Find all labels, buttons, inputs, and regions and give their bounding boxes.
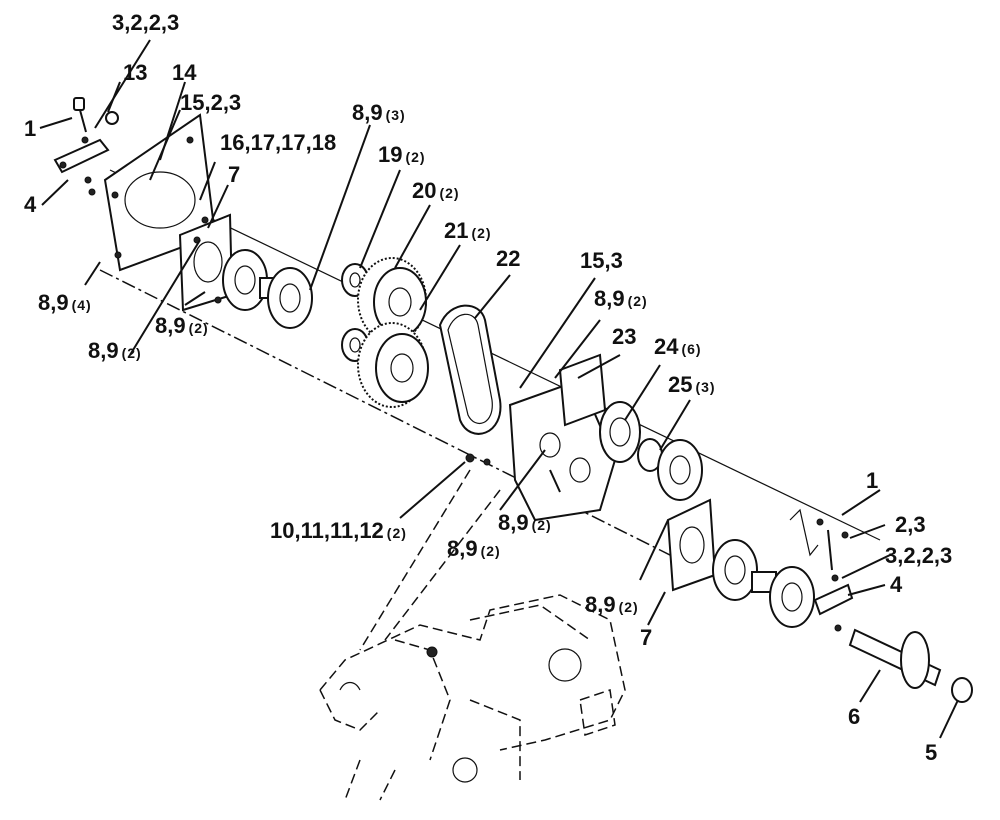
callout-6: 6 xyxy=(848,704,860,729)
callout-labels: 3,2,2,3 13 14 1 15,2,3 16,17,17,18 4 7 8… xyxy=(24,10,952,765)
callout-24: 24(6) xyxy=(654,334,702,359)
callout-1-left: 1 xyxy=(24,116,36,141)
callout-25: 25(3) xyxy=(668,372,716,397)
callout-20: 20(2) xyxy=(412,178,460,203)
callout-5: 5 xyxy=(925,740,937,765)
callout-16-17-17-18: 16,17,17,18 xyxy=(220,130,336,155)
pulleys xyxy=(341,257,429,408)
callout-13: 13 xyxy=(123,60,147,85)
right-bearing-group xyxy=(599,401,703,501)
callout-10-11-11-12: 10,11,11,12(2) xyxy=(270,518,407,543)
callout-4-left: 4 xyxy=(24,192,37,217)
callout-8-9-2-d: 8,9(2) xyxy=(498,510,552,535)
callout-8-9-4: 8,9(4) xyxy=(38,290,92,315)
callout-8-9-3: 8,9(3) xyxy=(352,100,406,125)
callout-3-2-2-3-top: 3,2,2,3 xyxy=(112,10,179,35)
callout-7-top: 7 xyxy=(228,162,240,187)
callout-15-2-3: 15,2,3 xyxy=(180,90,241,115)
leader-lines xyxy=(39,39,959,739)
callout-4-right: 4 xyxy=(890,572,903,597)
callout-8-9-2-b: 8,9(2) xyxy=(88,338,142,363)
gearbox-housing xyxy=(465,353,617,522)
callout-2-3-right: 2,3 xyxy=(895,512,926,537)
callout-22: 22 xyxy=(496,246,520,271)
callout-7-bottom: 7 xyxy=(640,625,652,650)
callout-14: 14 xyxy=(172,60,197,85)
callout-21: 21(2) xyxy=(444,218,492,243)
callout-15-3: 15,3 xyxy=(580,248,623,273)
callout-8-9-2-f: 8,9(2) xyxy=(585,592,639,617)
left-bracket-bearing xyxy=(178,213,313,329)
right-bracket-bearing xyxy=(666,498,815,628)
callout-19: 19(2) xyxy=(378,142,426,167)
callout-8-9-2-a: 8,9(2) xyxy=(155,313,209,338)
left-tensioner-assembly xyxy=(53,97,119,196)
callout-8-9-2-e: 8,9(2) xyxy=(447,536,501,561)
callout-8-9-2-c: 8,9(2) xyxy=(594,286,648,311)
callout-23: 23 xyxy=(612,324,636,349)
machine-frame xyxy=(319,594,626,801)
callout-3-2-2-3-right: 3,2,2,3 xyxy=(885,543,952,568)
drive-belt xyxy=(438,304,502,435)
callout-1-right: 1 xyxy=(866,468,878,493)
axis-lines xyxy=(99,169,881,651)
right-tensioner-shaft xyxy=(813,518,973,703)
